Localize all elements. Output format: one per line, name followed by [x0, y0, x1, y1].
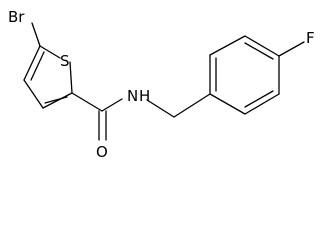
- bond-s-c2: [69, 61, 73, 94]
- bond-ch2-ring: [173, 93, 211, 118]
- molecule-drawing: Br S N H O F: [8, 8, 315, 161]
- bond-c4-c5: [23, 45, 41, 81]
- bond-c-f: [278, 41, 305, 57]
- atom-label-n: N: [127, 87, 138, 105]
- bond-c2-c3-inner: [44, 96, 68, 104]
- bond-ar6: [209, 93, 246, 115]
- bond-ar3: [244, 35, 280, 57]
- bond-c5-br: [31, 22, 41, 47]
- atom-label-s: S: [60, 52, 70, 70]
- amide-group: [71, 92, 211, 141]
- bond-c4-c5-inner: [30, 51, 45, 81]
- bond-ar3-inner: [244, 42, 274, 60]
- bond-c2-c3: [42, 92, 73, 109]
- bond-carbonyl-n: [101, 98, 123, 112]
- bond-ar5: [244, 93, 280, 115]
- bond-ar5-inner: [244, 90, 274, 108]
- atom-label-f: F: [306, 29, 315, 47]
- atom-label-o: O: [96, 143, 108, 161]
- thiophene-ring: [23, 45, 73, 109]
- bond-c5-s: [39, 45, 61, 59]
- bond-n-ch2: [146, 99, 175, 118]
- structure-diagram: Br S N H O F: [8, 8, 315, 161]
- atom-label-br: Br: [8, 8, 25, 26]
- bond-ar2: [209, 35, 246, 56]
- fluorophenyl-ring: [209, 35, 280, 115]
- bond-c3-c4: [23, 79, 44, 109]
- atom-label-h: H: [139, 87, 150, 105]
- bond-c2-carbonyl: [71, 92, 103, 112]
